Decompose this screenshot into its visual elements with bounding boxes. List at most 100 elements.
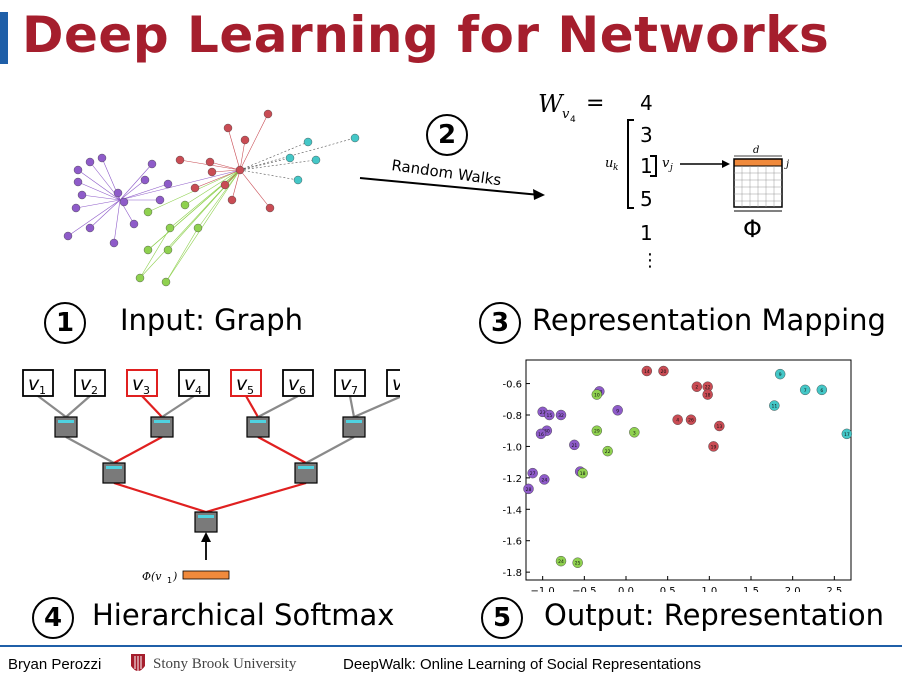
graph-node [311, 155, 321, 165]
d-label: d [753, 145, 759, 156]
step-4-circle: 4 [32, 597, 74, 639]
svg-text:2: 2 [91, 384, 98, 397]
graph-nodes [63, 109, 360, 287]
phi-v1-label: Φ(v [142, 570, 162, 583]
step-5-label: Output: Representation [544, 598, 884, 632]
svg-text:29: 29 [594, 429, 600, 435]
footer-divider [0, 645, 902, 647]
svg-text:24: 24 [558, 559, 564, 565]
graph-node [77, 190, 87, 200]
footer-university: Stony Brook University [153, 656, 297, 672]
graph-node [73, 177, 83, 187]
graph-node [63, 231, 73, 241]
y-tick-label: -1.4 [502, 505, 522, 516]
graph-node [180, 200, 190, 210]
y-tick-label: -1.0 [502, 442, 522, 453]
scatter-point: 15 [544, 409, 555, 421]
y-tick-label: -1.2 [502, 474, 522, 485]
scatter-point: 17 [841, 428, 853, 440]
svg-text:22: 22 [705, 385, 711, 391]
graph-node [193, 223, 203, 233]
graph-node [129, 219, 139, 229]
scatter-point: 29 [591, 425, 603, 436]
phi-label: Φ [743, 215, 762, 243]
scatter-point: 9 [612, 405, 623, 416]
svg-text:19: 19 [711, 444, 717, 450]
scatter-point: 28 [523, 483, 534, 495]
walk-value-0: 4 [640, 91, 653, 115]
graph-node [303, 137, 313, 147]
step-5-circle: 5 [481, 597, 523, 639]
svg-text:4: 4 [195, 384, 202, 397]
scatter-point: 4 [672, 414, 683, 425]
graph-node [161, 277, 171, 287]
graph-node [190, 183, 200, 193]
graph-node [143, 245, 153, 255]
y-tick-label: -0.6 [502, 380, 522, 391]
graph-node [147, 159, 157, 169]
x-tick-label: 1.0 [701, 586, 717, 592]
graph-node [223, 123, 233, 133]
scatter-point: 21 [569, 439, 580, 451]
svg-text:v: v [236, 373, 248, 395]
step-4-label: Hierarchical Softmax [92, 598, 395, 632]
j-label: j [784, 159, 789, 170]
x-tick-label: 0.0 [618, 586, 634, 592]
scatter-point: 9 [774, 368, 786, 380]
svg-text:6: 6 [820, 388, 823, 394]
graph-node [73, 165, 83, 175]
graph-node [293, 175, 303, 185]
walk-value-3: 5 [640, 187, 653, 211]
graph-node [85, 157, 95, 167]
svg-text:25: 25 [575, 561, 581, 567]
walk-subsubscript: 4 [570, 115, 576, 125]
softmax-node [102, 462, 126, 484]
svg-text:4: 4 [676, 418, 679, 424]
svg-text:7: 7 [351, 384, 358, 397]
graph-node [285, 153, 295, 163]
graph-node [265, 203, 275, 213]
walk-symbol: W [538, 90, 565, 118]
vj-subscript: j [668, 163, 673, 173]
scatter-point: 24 [539, 474, 550, 485]
svg-text:v: v [132, 373, 144, 395]
graph-node [240, 135, 250, 145]
softmax-node [342, 416, 366, 438]
graph-node [205, 157, 215, 167]
svg-text:13: 13 [716, 424, 722, 430]
footer-author: Bryan Perozzi [8, 656, 102, 673]
y-tick-label: -0.8 [502, 411, 522, 422]
svg-text:3: 3 [143, 384, 150, 397]
x-tick-label: 2.0 [785, 586, 801, 592]
uk-subscript: k [613, 163, 618, 173]
scatter-point: 7 [799, 384, 811, 396]
scatter-point: 16 [535, 428, 547, 440]
svg-text:2: 2 [695, 385, 698, 391]
vj-label: v [662, 156, 670, 171]
x-tick-label: 0.5 [660, 586, 676, 592]
phi-v1-subscript: 1 [167, 576, 172, 585]
svg-text:24: 24 [541, 477, 547, 483]
step-3-label: Representation Mapping [532, 303, 886, 337]
step-3-circle: 3 [479, 302, 521, 344]
graph-node [263, 109, 273, 119]
svg-text:26: 26 [688, 418, 694, 424]
svg-text:32: 32 [558, 413, 564, 419]
svg-text:v: v [288, 373, 300, 395]
graph-node [140, 175, 150, 185]
university-logo-icon [131, 654, 145, 671]
graph-node [143, 207, 153, 217]
step-1-label: Input: Graph [120, 303, 304, 337]
graph-node [175, 155, 185, 165]
softmax-node [54, 416, 78, 438]
svg-text:20: 20 [661, 369, 667, 375]
random-walk-arrow: Random Walks [359, 156, 545, 200]
svg-text:14: 14 [644, 369, 650, 375]
svg-text:5: 5 [247, 384, 254, 397]
scatter-point: 18 [702, 389, 713, 400]
